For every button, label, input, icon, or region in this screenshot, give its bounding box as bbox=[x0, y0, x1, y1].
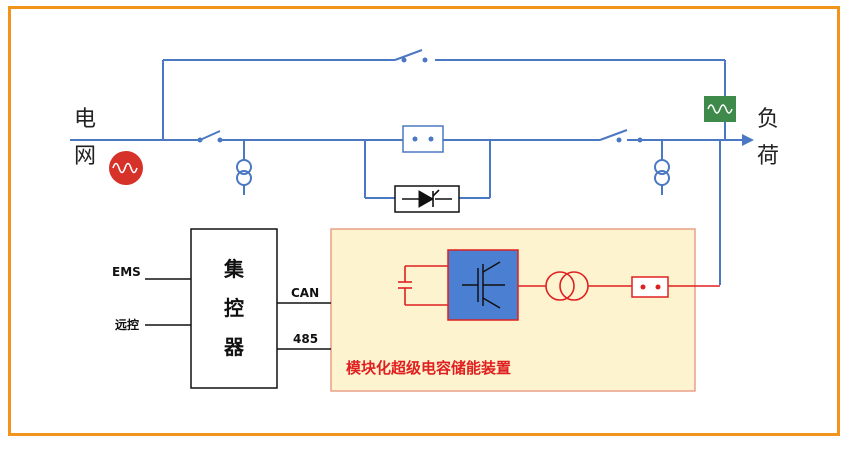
controller-char-2: 控 bbox=[224, 296, 244, 320]
load-label-1: 负 bbox=[757, 107, 779, 132]
controller-char-3: 器 bbox=[223, 335, 245, 359]
grid-label-2: 网 bbox=[74, 144, 96, 169]
main-bus bbox=[70, 49, 742, 285]
ems-label: EMS bbox=[112, 265, 141, 279]
load-label-2: 荷 bbox=[757, 144, 779, 169]
load-arrow bbox=[742, 134, 754, 146]
device-switch-box bbox=[631, 276, 669, 298]
rs485-label: 485 bbox=[293, 332, 318, 346]
grid-label-1: 电 bbox=[74, 107, 96, 132]
diagram-frame bbox=[8, 6, 840, 436]
igbt-icon bbox=[462, 261, 505, 309]
bus-contacts bbox=[197, 57, 643, 143]
device-circuit bbox=[398, 265, 720, 306]
can-label: CAN bbox=[291, 286, 319, 300]
device-title: 模块化超级电容储能装置 bbox=[346, 359, 511, 377]
remote-label: 远控 bbox=[115, 317, 139, 332]
controller-char-1: 集 bbox=[223, 257, 245, 281]
grid-sine-icon bbox=[109, 151, 143, 185]
controller-links bbox=[145, 278, 331, 350]
controller-box bbox=[190, 228, 278, 389]
bus-switch-box bbox=[402, 125, 444, 153]
